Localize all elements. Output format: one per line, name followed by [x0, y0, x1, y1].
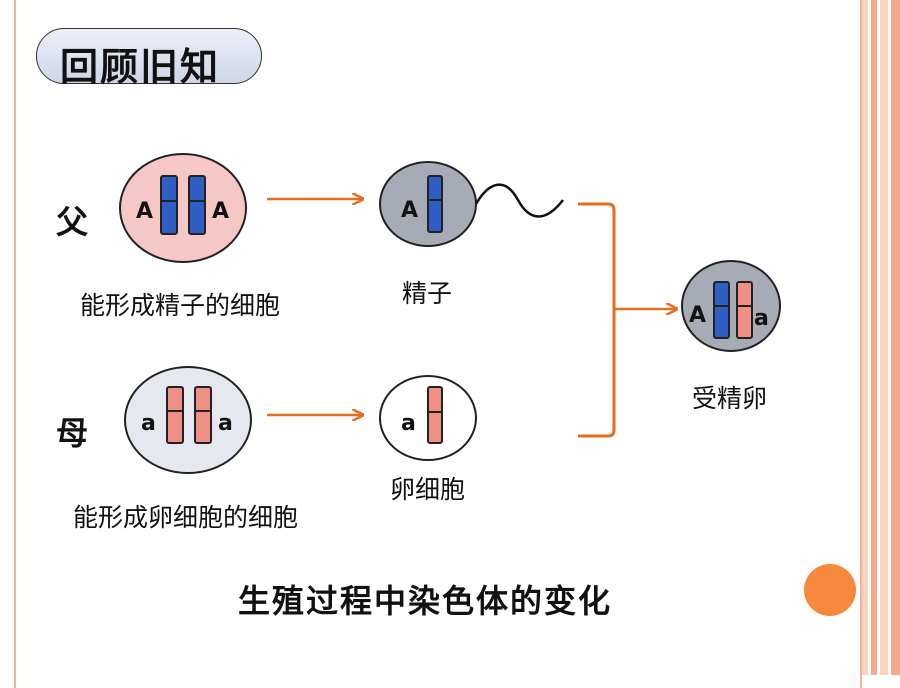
mother-allele-right: a — [218, 411, 233, 436]
zygote-allele-left: A — [689, 303, 706, 328]
egg-chromosome — [427, 386, 443, 444]
decorative-dot — [804, 564, 856, 616]
mother-cell-label: 能形成卵细胞的细胞 — [73, 503, 299, 532]
egg-label: 卵细胞 — [390, 475, 466, 504]
slide-title: 回顾旧知 — [60, 45, 221, 89]
zygote-allele-right: a — [754, 306, 769, 331]
zygote-chromosome-pink — [736, 281, 753, 339]
zygote-label: 受精卵 — [692, 384, 768, 413]
father-chromosome-left — [160, 175, 178, 235]
sperm-tail — [474, 183, 564, 218]
mother-label: 母 — [56, 414, 89, 452]
title-box — [36, 28, 262, 84]
mother-chromosome-left — [166, 386, 184, 444]
mother-allele-left: a — [141, 411, 156, 436]
father-chromosome-right — [188, 175, 206, 235]
father-allele-right: A — [212, 199, 229, 224]
egg-allele: a — [401, 411, 416, 436]
diagram-caption: 生殖过程中染色体的变化 — [237, 582, 612, 620]
sperm-allele: A — [401, 198, 418, 223]
father-cell-label: 能形成精子的细胞 — [80, 291, 281, 320]
mother-cell — [124, 366, 252, 474]
father-allele-left: A — [136, 199, 153, 224]
father-cell — [119, 153, 247, 263]
sperm-label: 精子 — [402, 279, 453, 308]
decorative-stripes — [862, 0, 900, 675]
father-label: 父 — [56, 203, 89, 241]
zygote-cell — [681, 260, 781, 352]
fertilization-bracket — [578, 202, 616, 438]
zygote-chromosome-blue — [713, 281, 730, 339]
slide-frame — [14, 0, 862, 688]
sperm-chromosome — [427, 175, 443, 233]
mother-chromosome-right — [194, 386, 212, 444]
